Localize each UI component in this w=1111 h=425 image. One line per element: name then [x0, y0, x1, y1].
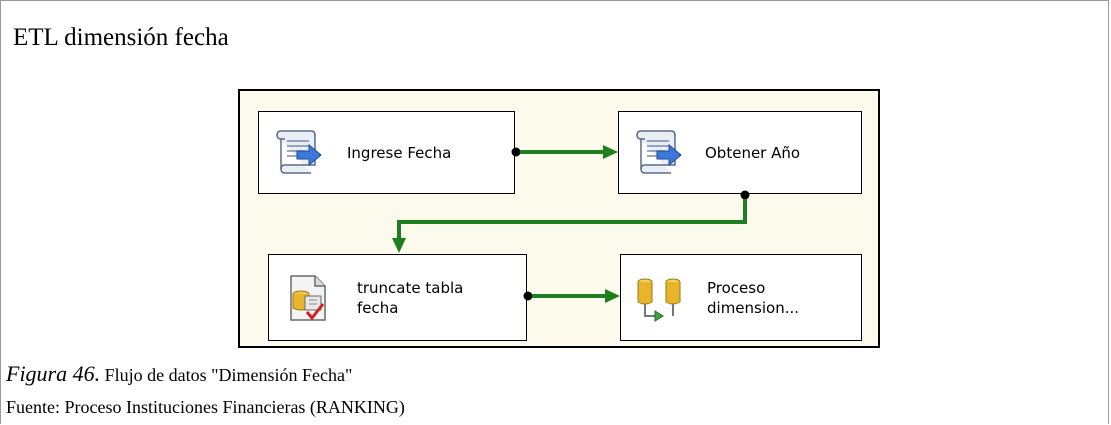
task-label: Ingrese Fecha — [347, 143, 452, 162]
task-proceso-dimension[interactable]: Proceso dimension... — [620, 254, 862, 341]
task-label: truncate tabla fecha — [357, 278, 464, 317]
constraint-obtener-to-truncate[interactable] — [392, 190, 750, 254]
script-task-icon — [636, 129, 682, 174]
section-title: ETL dimensión fecha — [13, 24, 229, 51]
task-truncate-tabla-fecha[interactable]: truncate tabla fecha — [268, 254, 527, 341]
task-ingrese-fecha[interactable]: Ingrese Fecha — [258, 111, 515, 194]
task-label: Obtener Año — [705, 143, 801, 162]
execute-sql-task-icon — [290, 274, 326, 321]
task-obtener-ano[interactable]: Obtener Año — [618, 111, 862, 194]
figure-description: Flujo de datos "Dimensión Fecha" — [100, 365, 353, 385]
figure-caption: Figura 46. Flujo de datos "Dimensión Fec… — [6, 361, 352, 387]
task-label: Proceso dimension... — [707, 278, 800, 317]
script-task-icon — [276, 129, 322, 174]
constraint-truncate-to-proceso[interactable] — [523, 289, 621, 303]
data-flow-task-icon — [637, 278, 681, 322]
figure-source: Fuente: Proceso Instituciones Financiera… — [6, 397, 405, 417]
constraint-ingrese-to-obtener[interactable] — [511, 145, 619, 159]
figure-number: Figura 46. — [6, 361, 101, 386]
